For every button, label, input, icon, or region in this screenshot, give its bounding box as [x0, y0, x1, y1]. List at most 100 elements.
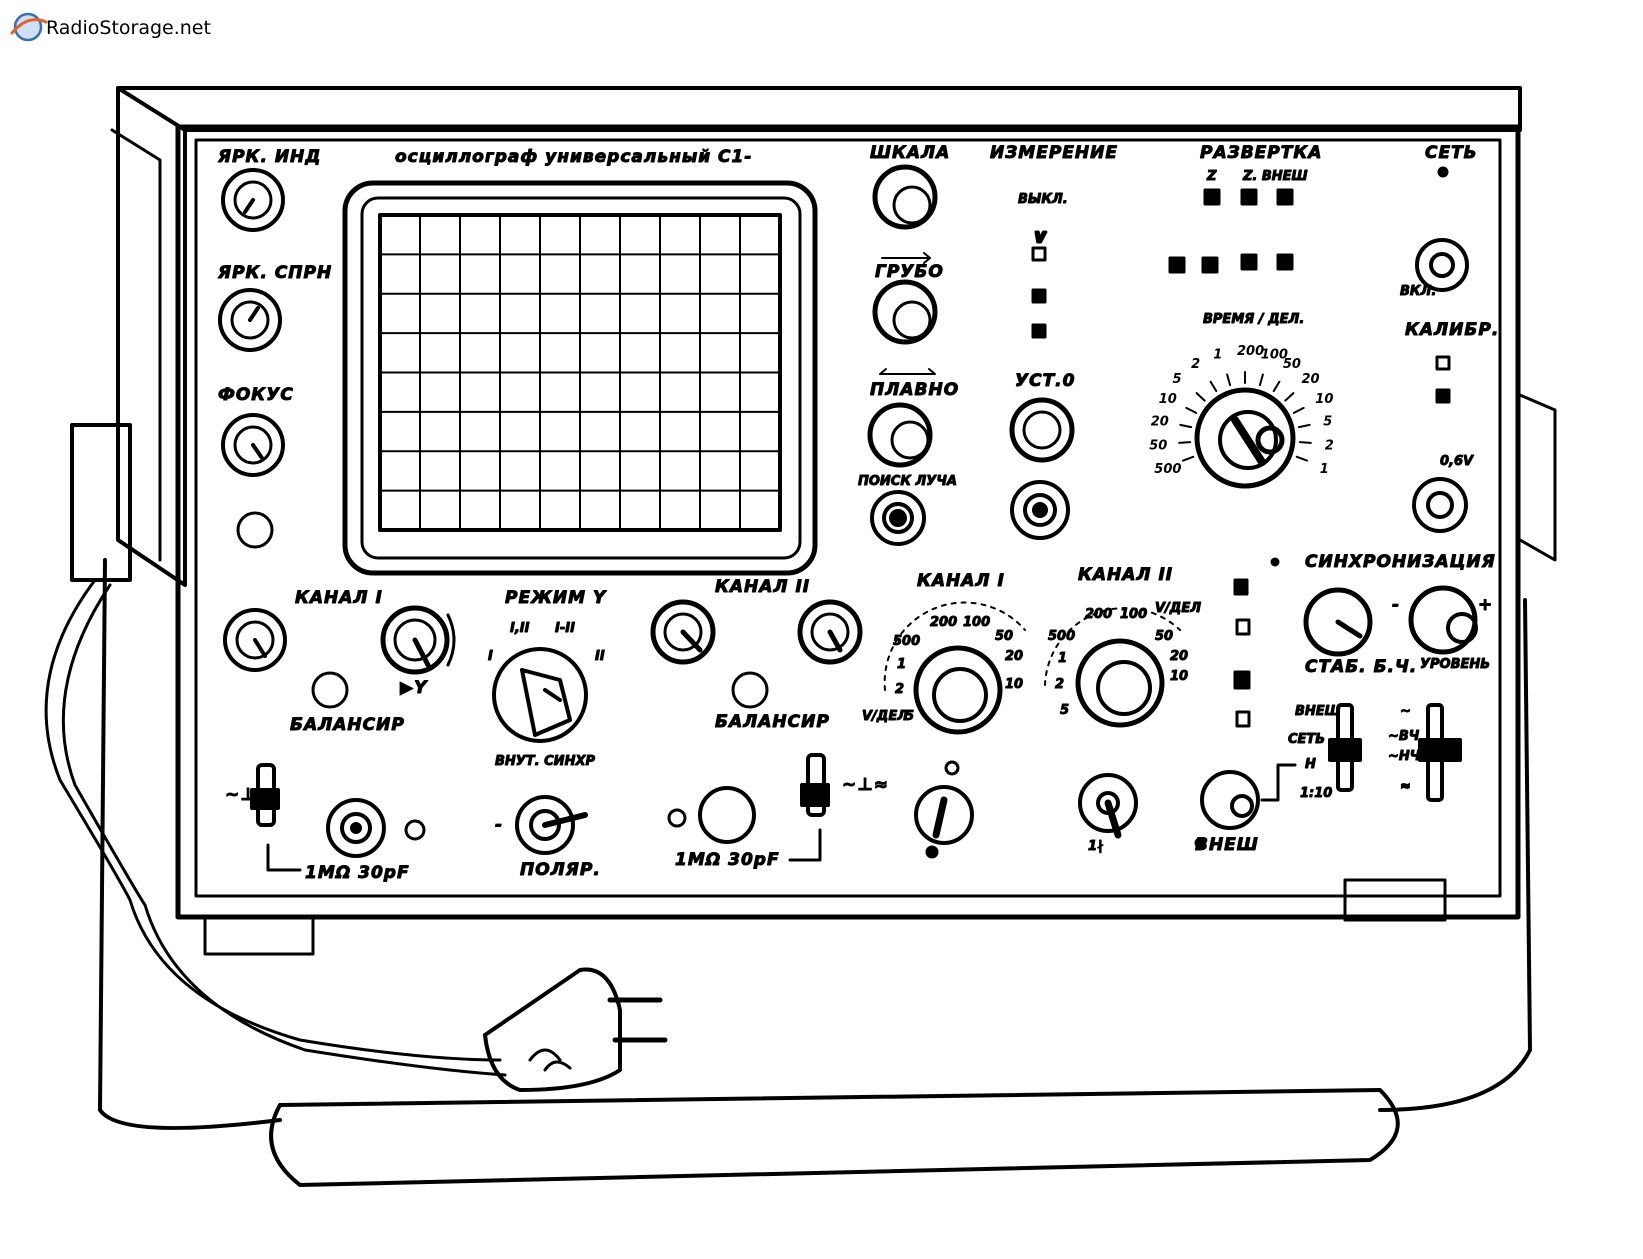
switch-ch2-gain[interactable]	[1078, 773, 1138, 839]
switch-polarity[interactable]	[515, 795, 588, 855]
meas-button-3[interactable]	[1031, 323, 1047, 339]
att2-tick-100: 100	[1120, 607, 1147, 622]
sweep-button-6[interactable]	[1240, 253, 1258, 271]
sweep-button-4[interactable]	[1168, 256, 1186, 274]
time-div-tick-mark	[1178, 441, 1192, 444]
knob-brightness-ind[interactable]	[221, 168, 285, 232]
indicator-lamp-left	[236, 511, 274, 549]
sweep-button-5[interactable]	[1201, 256, 1219, 274]
meas-v-label: V	[1035, 231, 1046, 246]
sync-button-2[interactable]	[1235, 618, 1251, 636]
label-int-sync: ВНУТ. СИНХР	[495, 754, 595, 769]
ground-terminal-ch1[interactable]	[404, 819, 426, 841]
knob-att-ch2[interactable]	[1075, 638, 1165, 728]
att1-tick-200: 200	[930, 615, 957, 630]
bnc-input-ch1[interactable]	[326, 798, 386, 858]
time-div-tick: 50	[1283, 357, 1301, 372]
time-div-tick: 1	[1320, 462, 1329, 477]
balance-trim-ch1[interactable]	[311, 671, 349, 709]
knob-ch2-position[interactable]	[797, 599, 863, 665]
power-cord	[44, 578, 668, 1092]
measurement-buttons[interactable]: V	[1031, 230, 1048, 339]
knob-stab[interactable]	[1303, 587, 1373, 657]
meas-button-2[interactable]	[1031, 288, 1047, 304]
knob-time-div[interactable]	[1194, 387, 1296, 489]
ground-terminal-att1[interactable]	[925, 845, 939, 859]
knob-smooth[interactable]	[867, 402, 933, 468]
meas-button-v[interactable]	[1031, 246, 1047, 262]
att1-tick-10: 10	[1005, 677, 1023, 692]
sync-button-1[interactable]	[1233, 578, 1249, 596]
knob-att-ch1[interactable]	[913, 645, 1003, 735]
cal-output-jack[interactable]	[1412, 477, 1468, 533]
knob-scale[interactable]	[872, 164, 938, 230]
bnc-input-ch2[interactable]	[698, 786, 756, 844]
time-div-tick: 100	[1261, 347, 1288, 362]
coupling-symbols-ch1: ~⊥≈	[225, 785, 272, 805]
sync-buttons[interactable]	[1233, 578, 1251, 728]
label-brightness-ind: ЯРК. ИНД	[217, 147, 321, 167]
ext-opt-ext: ВНЕШ	[1295, 704, 1341, 719]
measure-input-jack[interactable]	[1010, 480, 1070, 540]
label-set-zero: УСТ.0	[1015, 371, 1075, 391]
label-ext-input: ВНЕШ	[1195, 835, 1259, 855]
sweep-mode-z: Z	[1206, 169, 1217, 184]
knob-level[interactable]	[1408, 585, 1478, 655]
cabinet-side-inner	[110, 128, 162, 562]
time-div-tick: 10	[1159, 392, 1177, 407]
att2-tick-500: 500	[1048, 629, 1075, 644]
watermark-text: RadioStorage.net	[46, 17, 211, 39]
switch-ch1-gain[interactable]	[914, 785, 974, 845]
att-ch1-cal-dot	[944, 760, 960, 776]
coupling-switch-sync[interactable]	[1418, 703, 1462, 802]
sync-button-3[interactable]	[1233, 670, 1251, 690]
cabinet	[110, 86, 1557, 956]
knob-brightness-scan[interactable]	[218, 288, 282, 352]
time-div-tick-mark	[1195, 392, 1206, 402]
switch-sync-source[interactable]	[1328, 703, 1362, 792]
switch-mode-y[interactable]	[492, 647, 588, 743]
sweep-button-2[interactable]	[1240, 188, 1258, 206]
time-div-tick: 500	[1154, 462, 1181, 477]
coupling-switch-ch1[interactable]	[250, 763, 280, 827]
label-ch2-gain-x: 1∤	[1088, 839, 1104, 854]
watermark-swoosh-icon	[10, 18, 48, 35]
button-beam-search[interactable]	[870, 490, 926, 546]
cal-button-1[interactable]	[1435, 355, 1451, 371]
switch-mains[interactable]	[1415, 238, 1469, 292]
sweep-buttons[interactable]	[1168, 188, 1294, 274]
time-div-tick: 5	[1173, 372, 1182, 387]
mode-y-pos-3: I-II	[555, 621, 575, 636]
sync-button-4[interactable]	[1235, 710, 1251, 728]
sweep-button-1[interactable]	[1203, 188, 1221, 206]
label-calibr: КАЛИБР.	[1405, 320, 1499, 340]
label-att-ch1: КАНАЛ I	[917, 571, 1005, 591]
sweep-button-3[interactable]	[1276, 188, 1294, 206]
mode-y-pos-1: I	[488, 649, 493, 664]
bracket-ch1	[266, 843, 302, 872]
balance-trim-ch2[interactable]	[731, 671, 769, 709]
sweep-button-7[interactable]	[1276, 253, 1294, 271]
bnc-ext-sync[interactable]	[1200, 770, 1260, 830]
knob-set-zero[interactable]	[1009, 397, 1075, 463]
label-sync: СИНХРОНИЗАЦИЯ	[1305, 552, 1496, 572]
knob-ch1-shift[interactable]	[380, 605, 456, 675]
knob-ch2-shift[interactable]	[650, 599, 716, 665]
knob-coarse[interactable]	[872, 279, 938, 345]
arrow-smooth	[879, 368, 936, 375]
att2-tick-20: 20	[1170, 649, 1188, 664]
ground-terminal-ch2[interactable]	[667, 808, 687, 828]
cabinet-side	[116, 86, 187, 587]
coupling-switch-ch2[interactable]	[800, 753, 830, 817]
knob-focus[interactable]	[221, 413, 285, 477]
handle-grip	[269, 1088, 1400, 1187]
ground-terminal-ext[interactable]	[1194, 837, 1206, 849]
label-focus: ФОКУС	[218, 385, 294, 405]
handle-hub-left	[70, 423, 132, 582]
knob-ch1-position[interactable]	[223, 608, 287, 672]
att1-tick-50: 50	[995, 629, 1013, 644]
cal-button-2[interactable]	[1435, 388, 1451, 404]
att2-unit: V/ДЕЛ	[1155, 601, 1201, 616]
